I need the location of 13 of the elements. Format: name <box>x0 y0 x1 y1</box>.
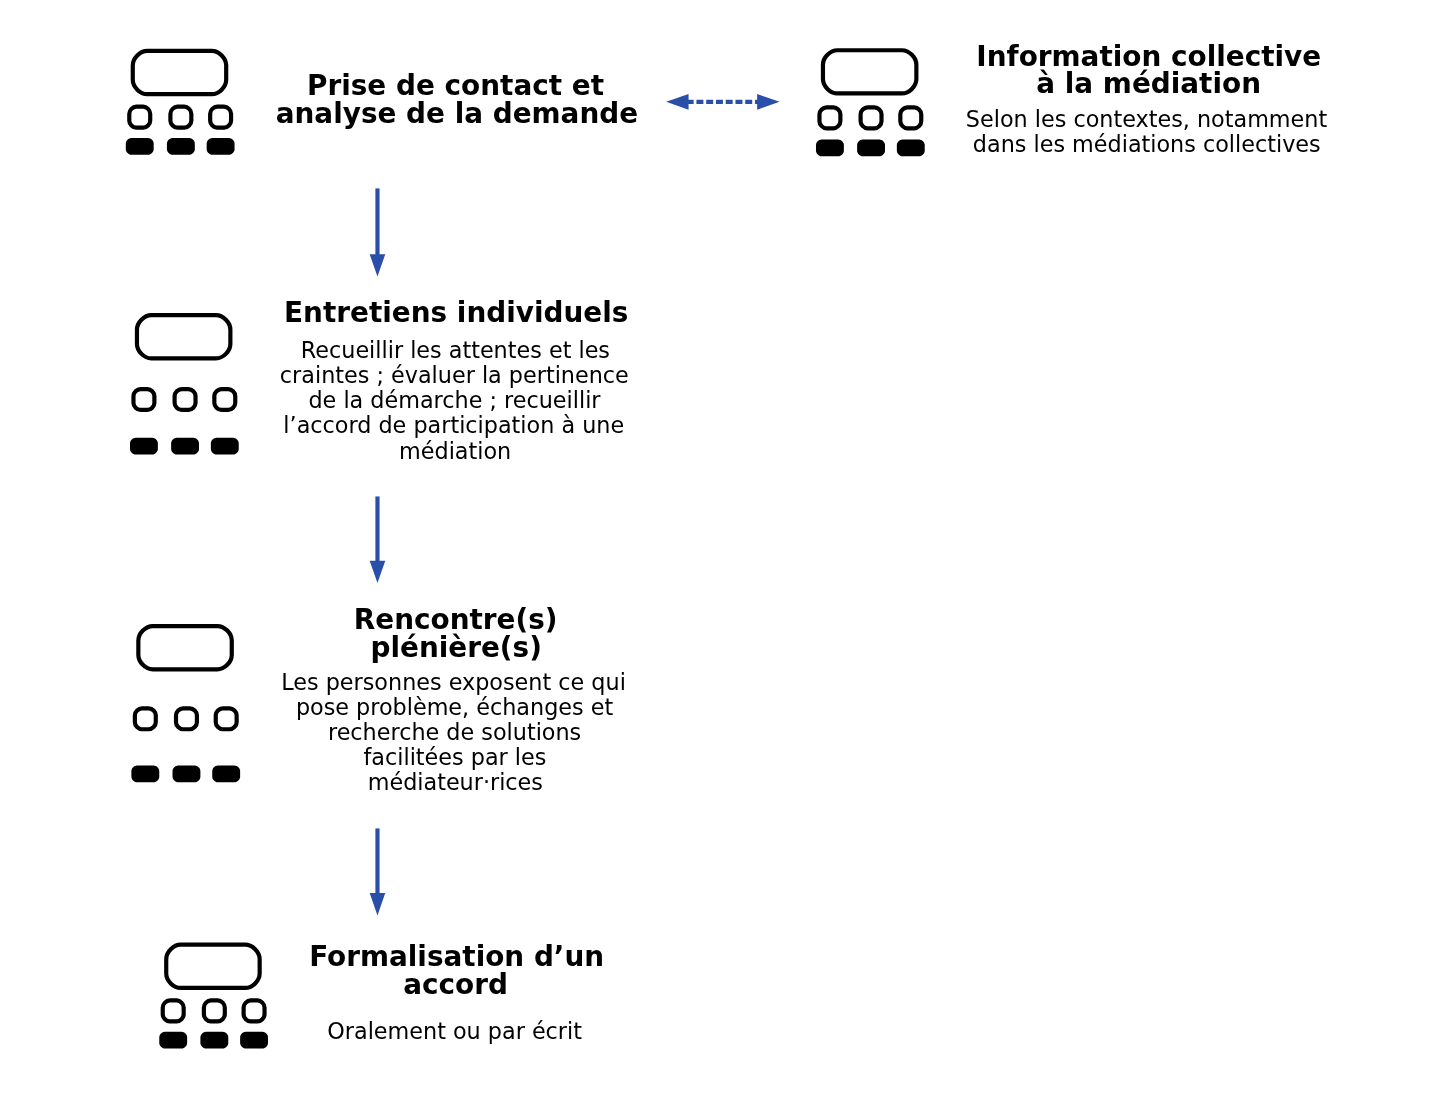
node-label: Les personnes exposent ce qui pose problème, échanges et recherche de solutions facilitées par les médiateur·rices <box>281 668 626 796</box>
node-label: Rencontre(s) plénière(s) <box>353 602 558 664</box>
arrow <box>666 94 780 110</box>
node-label: Recueillir les attentes et les craintes ; évaluer la pertinence de la démarche ; recueillir l’accord de participation à une médiation <box>279 337 629 464</box>
arrow <box>369 188 386 277</box>
arrow <box>369 828 386 916</box>
node-label: Selon les contextes, notamment dans les médiations collectives <box>965 105 1328 157</box>
arrow <box>369 496 386 584</box>
node-label: Information collective à la médiation <box>976 39 1322 101</box>
node-label: Entretiens individuels <box>284 296 629 330</box>
node-label: Prise de contact et analyse de la demande <box>275 68 639 130</box>
node-label: Oralement ou par écrit <box>327 1017 582 1044</box>
node-label: Formalisation d’un accord <box>309 940 605 1002</box>
